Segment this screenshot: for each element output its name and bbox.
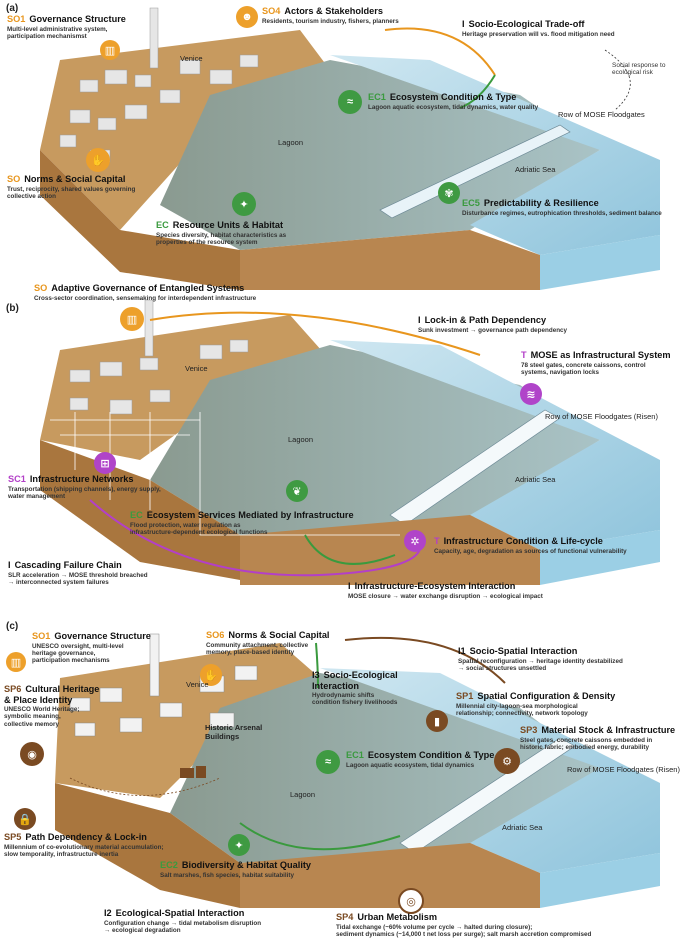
venice-land — [55, 643, 320, 798]
turtle-icon: ✦ — [232, 192, 256, 216]
social-note: Social response to ecological risk — [612, 62, 666, 76]
sea-front-face — [540, 853, 660, 908]
adriatic-sea — [330, 55, 660, 255]
adriatic-sea — [320, 668, 660, 873]
panel-a-scene — [40, 7, 660, 290]
soil-front-face — [240, 230, 540, 290]
mose-floodgates — [379, 124, 571, 219]
a-sea: Adriatic Sea — [515, 165, 556, 174]
wave-icon: ≈ — [338, 90, 362, 114]
leaf-icon: ❦ — [286, 480, 308, 502]
people-icon: ☻ — [236, 6, 258, 28]
handshake-icon: ✋ — [86, 148, 110, 172]
bank-icon: ▥ — [100, 40, 120, 60]
land-front-face — [40, 150, 240, 290]
sea-front-face — [540, 530, 660, 585]
panel-c: (c) — [0, 618, 685, 948]
arrow-cascading-failure — [89, 499, 422, 577]
sea-front-face — [540, 235, 660, 290]
b-venice: Venice — [185, 364, 208, 373]
panel-c-scene — [55, 633, 660, 908]
panel-a-label: (a) — [6, 3, 19, 14]
c-venice: Venice — [186, 680, 209, 689]
adriatic-sea — [330, 340, 660, 550]
c-floodgates: Row of MOSE Floodgates (Risen) — [567, 765, 680, 774]
venice-buildings — [59, 7, 259, 163]
soil-front-face — [240, 515, 540, 585]
b-sea: Adriatic Sea — [515, 475, 556, 484]
buildings-icon: ▮ — [426, 710, 448, 732]
soil-front-face — [240, 843, 540, 908]
c-lagoon: Lagoon — [290, 790, 316, 799]
bank-icon: ▥ — [120, 307, 144, 331]
a-lagoon: Lagoon — [278, 138, 304, 147]
panel-c-label: (c) — [6, 621, 19, 632]
handshake-icon: ✋ — [200, 664, 222, 686]
venice-land — [40, 315, 330, 460]
gear-icon: ✲ — [404, 530, 426, 552]
panel-b-scene — [40, 300, 660, 585]
land-front-face — [40, 440, 240, 580]
b-floodgates: Row of MOSE Floodgates (Risen) — [545, 412, 658, 421]
gear-icon: ⚙ — [494, 748, 520, 774]
arrow-so-to-t — [149, 311, 481, 356]
land-front-face — [55, 783, 240, 908]
turtle-icon: ✦ — [228, 834, 250, 856]
c-sea: Adriatic Sea — [502, 823, 543, 832]
venice-buildings — [69, 300, 249, 415]
wave-icon: ≈ — [316, 750, 340, 774]
a-venice: Venice — [180, 54, 203, 63]
arrow-ec2-to-sp4 — [239, 822, 401, 851]
arrow-so4-to-i — [384, 27, 496, 76]
panel-b: (b) — [0, 300, 685, 618]
a-floodgates: Row of MOSE Floodgates — [558, 110, 645, 119]
arrow-infra-eco — [304, 534, 396, 565]
arrow-i-to-ec1 — [459, 74, 496, 109]
arrow-so6-to-ec1 — [315, 642, 319, 689]
b-lagoon: Lagoon — [288, 435, 314, 444]
social-response-curve — [604, 49, 631, 111]
leaf-icon: ✾ — [438, 182, 460, 204]
target-icon: ◎ — [398, 888, 424, 914]
panel-b-label: (b) — [6, 303, 19, 314]
network-icon: ⊞ — [94, 452, 116, 474]
arsenal-buildings — [180, 766, 206, 778]
c-arsenal: Historic Arsenal Buildings — [205, 723, 263, 741]
arrow-so6-to-sp1 — [344, 636, 506, 684]
heritage-layers — [69, 777, 221, 796]
target-icon: ◉ — [20, 742, 44, 766]
wave-icon: ≋ — [520, 383, 542, 405]
lock-icon: 🔒 — [14, 808, 36, 830]
bank-icon: ▥ — [6, 652, 26, 672]
